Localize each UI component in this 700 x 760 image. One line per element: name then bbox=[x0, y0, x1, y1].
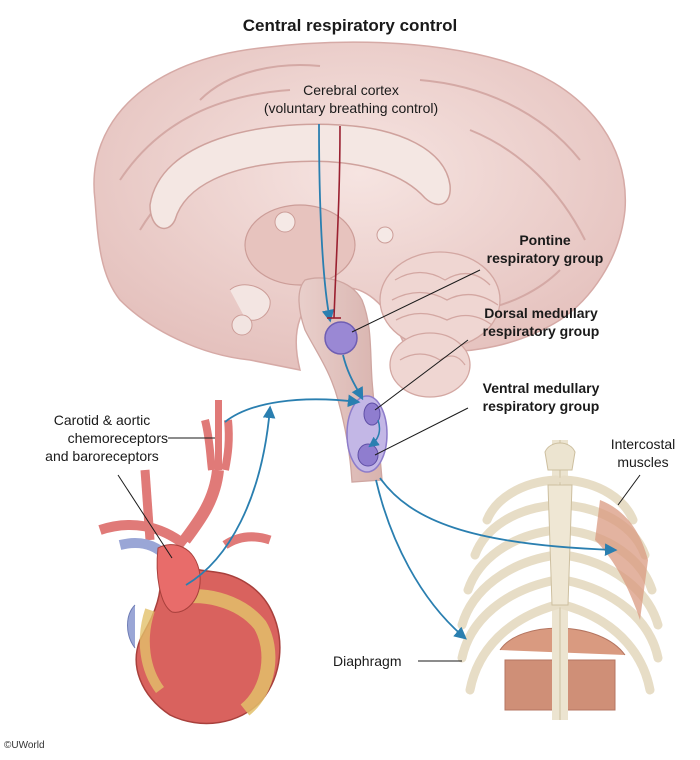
receptors-label-line3: and baroreceptors bbox=[45, 448, 159, 464]
heart-illustration bbox=[98, 400, 281, 725]
ventral-group-node bbox=[357, 443, 379, 467]
cortex-label-line2: (voluntary breathing control) bbox=[263, 100, 439, 116]
pontine-group-node bbox=[324, 321, 358, 355]
dorsal-group-node bbox=[363, 402, 381, 426]
dorsal-label-line1: Dorsal medullary bbox=[484, 305, 598, 321]
diagram-title: Central respiratory control bbox=[242, 16, 458, 35]
receptors-label-line2: chemoreceptors bbox=[67, 430, 168, 446]
dorsal-label-line2: respiratory group bbox=[482, 323, 600, 339]
medulla-to-intercostal-arrow bbox=[379, 477, 618, 556]
pontine-label-line2: respiratory group bbox=[486, 250, 604, 266]
cerebellum bbox=[379, 251, 501, 398]
ventral-group-label: Ventral medullary respiratory group bbox=[466, 379, 616, 415]
copyright-credit: ©UWorld bbox=[4, 740, 45, 751]
ribcage-illustration bbox=[457, 440, 663, 720]
receptors-label-line1: Carotid & aortic bbox=[53, 412, 151, 428]
diaphragm-label: Diaphragm bbox=[333, 653, 402, 669]
dorsal-group-label: Dorsal medullary respiratory group bbox=[466, 304, 616, 340]
pontine-group-label: Pontine respiratory group bbox=[470, 231, 620, 267]
cerebral-cortex-label: Cerebral cortex (voluntary breathing con… bbox=[262, 81, 440, 117]
intercostal-label-line1: Intercostal bbox=[610, 436, 676, 452]
carotid-to-medulla-arrow bbox=[224, 394, 361, 423]
ventral-label-line2: respiratory group bbox=[482, 398, 600, 414]
intercostal-label: Intercostal muscles bbox=[600, 435, 686, 471]
pathway-arrows bbox=[185, 123, 618, 640]
aortic-to-medulla-arrow bbox=[185, 405, 276, 586]
intercostal-label-line2: muscles bbox=[617, 454, 669, 470]
receptors-label: Carotid & aortic chemoreceptors and baro… bbox=[34, 411, 170, 465]
brain-illustration bbox=[93, 41, 627, 483]
cortex-label-line1: Cerebral cortex bbox=[303, 82, 399, 98]
leader-lines bbox=[117, 269, 641, 662]
cortex-inhibit-line bbox=[333, 125, 341, 319]
cortex-to-pons-arrow bbox=[318, 123, 335, 323]
respiratory-nuclei bbox=[324, 321, 388, 473]
pontine-label-line1: Pontine bbox=[519, 232, 571, 248]
medulla-to-diaphragm-arrow bbox=[375, 479, 467, 640]
ventral-label-line1: Ventral medullary bbox=[482, 380, 600, 396]
dorsal-to-ventral-arrow bbox=[368, 419, 381, 448]
